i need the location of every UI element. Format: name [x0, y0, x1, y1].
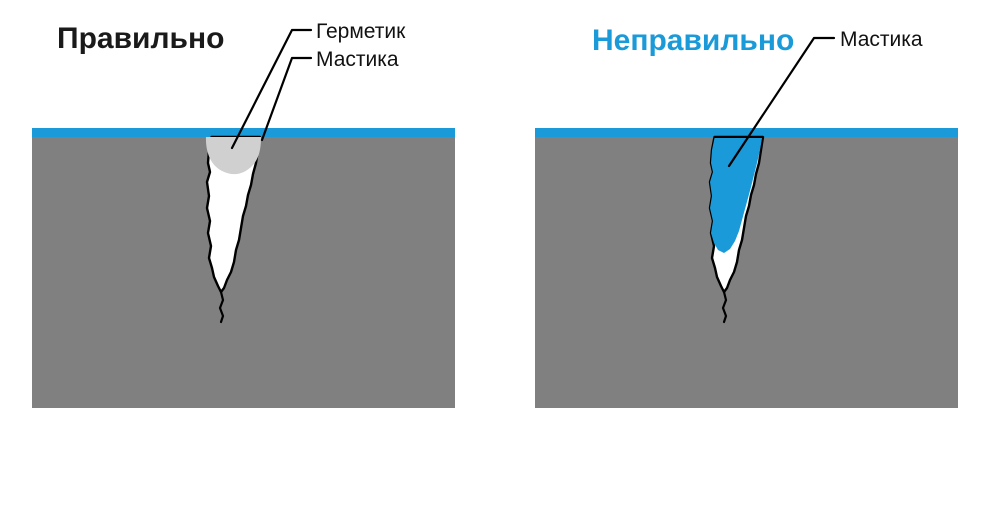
crack-tail-wrong	[721, 290, 728, 324]
leader-line-sealant	[230, 28, 313, 150]
crack-correct	[205, 135, 262, 294]
leader-line-mastic-left	[260, 56, 313, 142]
crack-tail-correct	[218, 290, 225, 324]
surface-band-wrong	[535, 128, 958, 137]
panel-wrong: Неправильно Мастика	[535, 24, 958, 408]
panel-correct: Правильно Герметик Мастика	[32, 20, 455, 408]
callout-label-sealant: Герметик	[316, 20, 406, 43]
mastic-fill-wrong	[710, 138, 762, 253]
callout-label-mastic-right: Мастика	[840, 28, 923, 51]
sealant-bulb-correct	[205, 137, 261, 175]
panel-title-correct: Правильно	[57, 22, 224, 55]
panel-title-wrong: Неправильно	[592, 24, 794, 57]
surface-band-correct	[32, 128, 455, 137]
leader-line-mastic-right	[727, 36, 836, 168]
callout-label-mastic-left: Мастика	[316, 48, 399, 71]
